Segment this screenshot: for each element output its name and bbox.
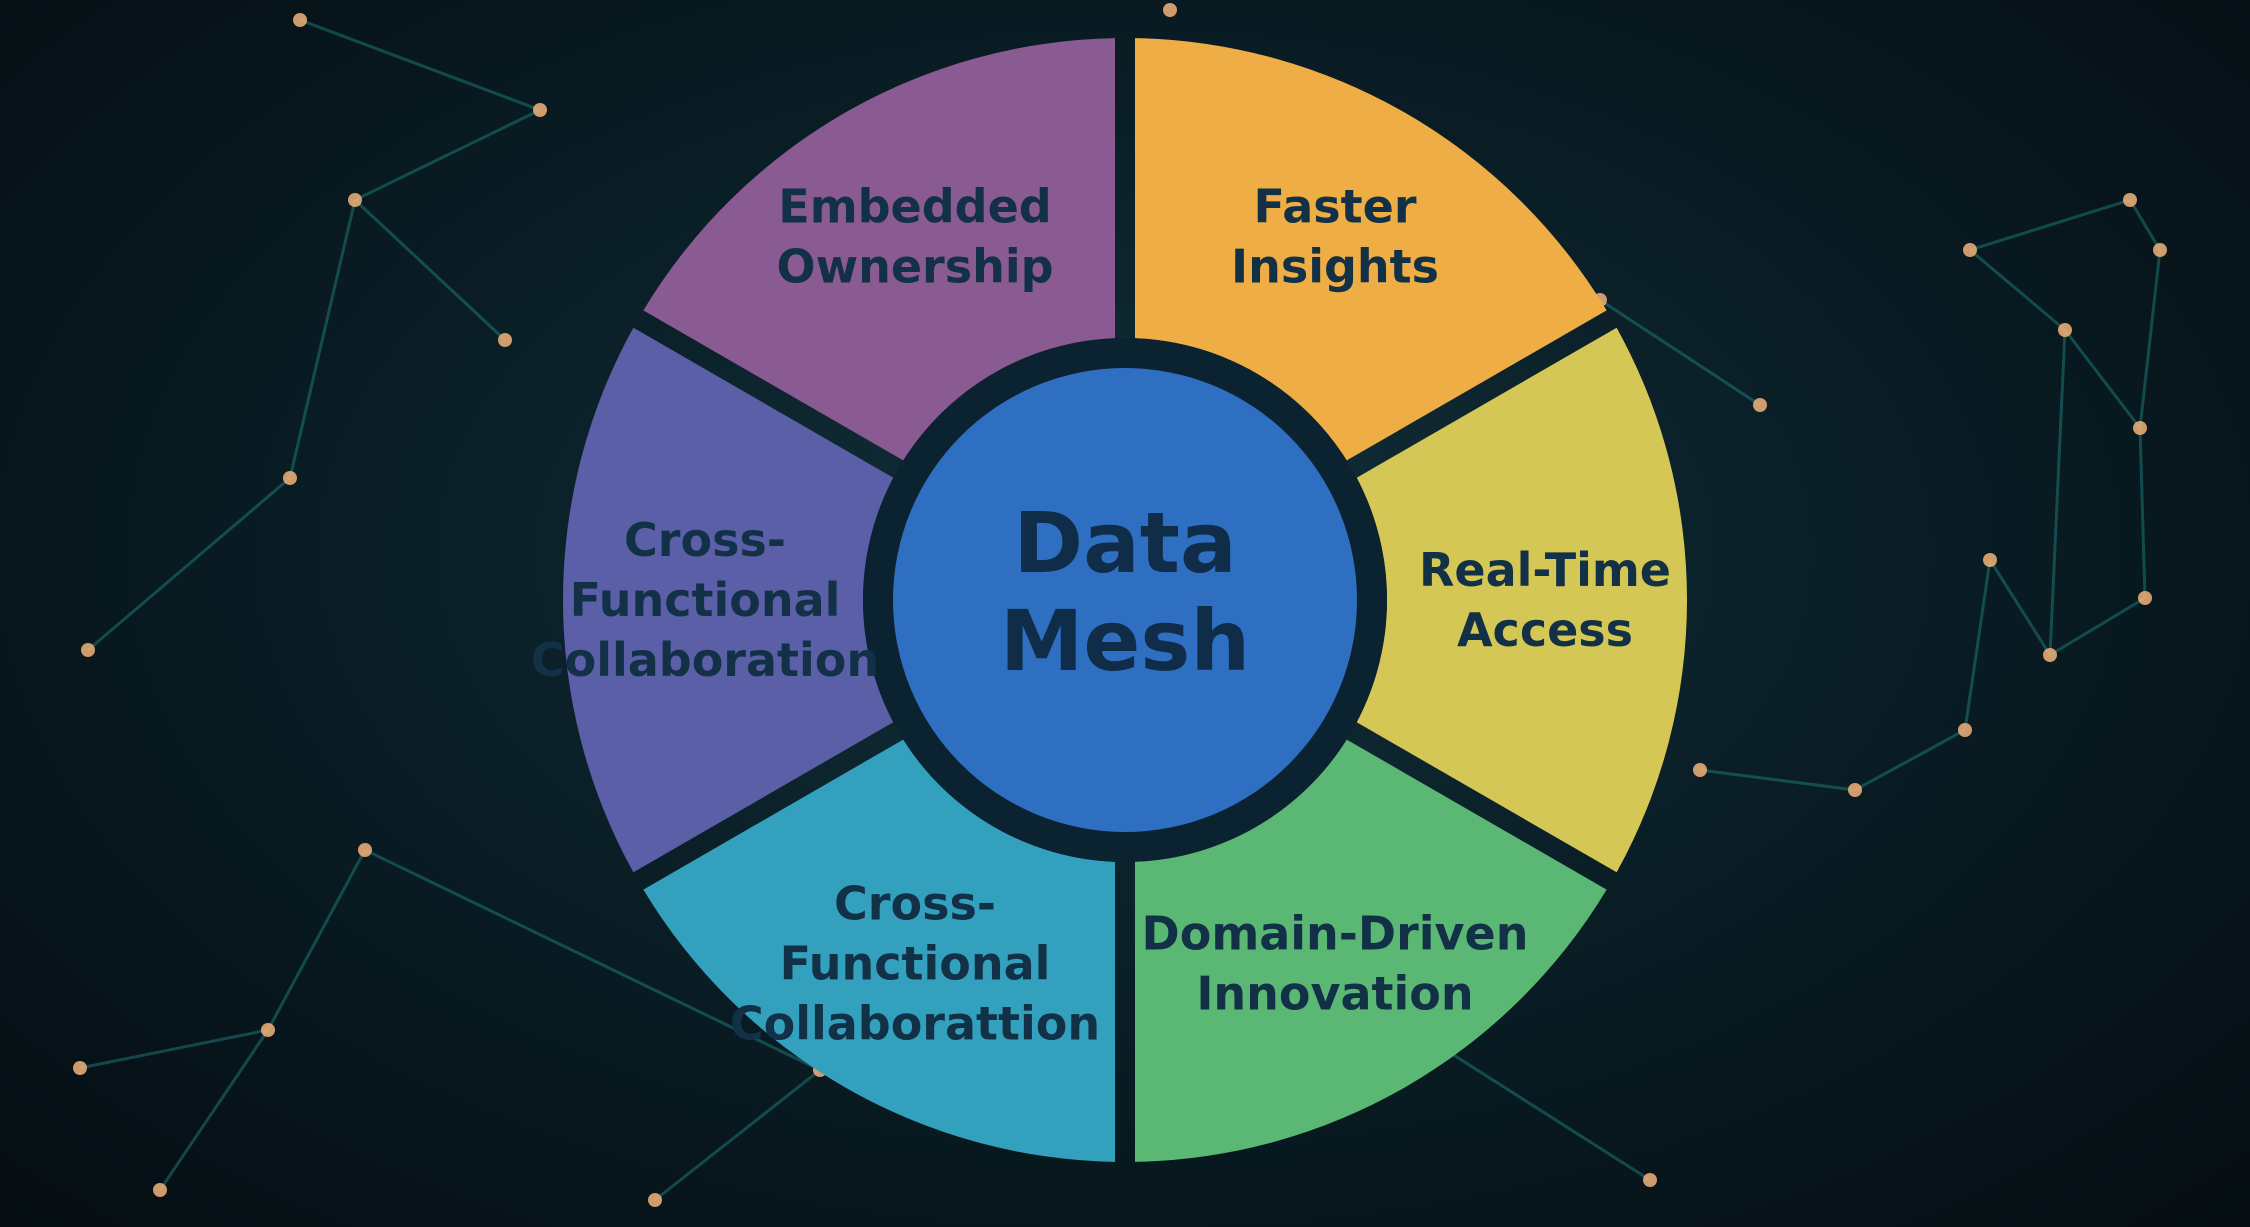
network-node (81, 643, 95, 657)
segment-label-embedded-ownership-line1: Embedded (778, 179, 1051, 233)
segment-label-domain-driven-innovation-line2: Innovation (1196, 967, 1473, 1021)
segment-label-faster-insights-line2: Insights (1231, 239, 1439, 293)
segment-embedded-ownership (643, 38, 1116, 461)
network-node (1963, 243, 1977, 257)
segment-label-faster-insights-line1: Faster (1253, 179, 1416, 233)
network-node (648, 1193, 662, 1207)
network-link (79, 1028, 269, 1070)
segment-label-cross-functional-collaborattion-line2: Functional (780, 937, 1051, 991)
network-link (1599, 298, 1761, 407)
network-link (1429, 1038, 1651, 1182)
network-link (158, 1029, 270, 1191)
network-link (266, 849, 367, 1031)
network-node (73, 1061, 87, 1075)
network-link (353, 198, 507, 342)
network-node (348, 193, 362, 207)
network-link (1969, 248, 2066, 332)
network-node (1693, 763, 1707, 777)
network-node (261, 1023, 275, 1037)
network-link (354, 108, 541, 202)
segment-label-real-time-access-line1: Real-Time (1419, 543, 1671, 597)
network-link (2063, 329, 2142, 429)
segment-label-cross-functional-collaboration-line3: Collaboration (531, 633, 879, 687)
segment-label-domain-driven-innovation-line1: Domain-Driven (1142, 907, 1529, 961)
network-node (153, 1183, 167, 1197)
segment-label-cross-functional-collaborattion-line1: Cross- (834, 877, 996, 931)
network-node (2153, 243, 2167, 257)
network-link (364, 848, 821, 1072)
network-node (283, 471, 297, 485)
segment-label-cross-functional-collaborattion-line3: Collaborattion (730, 997, 1100, 1051)
network-node (1163, 3, 1177, 17)
network-link (2138, 427, 2147, 599)
segment-label-cross-functional-collaboration-line2: Functional (570, 573, 841, 627)
network-node (498, 333, 512, 347)
network-link (1854, 728, 1966, 792)
network-node (2058, 323, 2072, 337)
network-node (358, 843, 372, 857)
network-node (1848, 783, 1862, 797)
network-background (73, 3, 2167, 1207)
network-link (87, 476, 291, 652)
network-link (1699, 768, 1856, 792)
segment-cross-functional-collaborattion (643, 739, 1116, 1162)
segment-real-time-access (1356, 327, 1687, 873)
network-node (2138, 591, 2152, 605)
segment-faster-insights (1134, 38, 1607, 461)
network-link (1963, 559, 1992, 731)
segment-label-embedded-ownership-line2: Ownership (776, 239, 1053, 293)
network-node (1983, 553, 1997, 567)
network-link (1988, 559, 2052, 656)
segment-domain-driven-innovation (1134, 739, 1607, 1162)
network-node (2133, 421, 2147, 435)
segment-label-real-time-access-line2: Access (1457, 603, 1633, 657)
segment-label-cross-functional-collaboration-line1: Cross- (624, 513, 786, 567)
network-link (1969, 198, 2131, 252)
network-link (2048, 329, 2067, 656)
network-node (1958, 723, 1972, 737)
wheel-segments (562, 38, 1687, 1162)
network-link (2138, 249, 2162, 429)
network-link (299, 18, 541, 112)
network-node (1643, 1173, 1657, 1187)
segment-cross-functional-collaboration (562, 327, 894, 873)
network-link (2128, 199, 2162, 251)
data-mesh-hub (893, 368, 1357, 832)
center-label-line1: Data (1013, 494, 1236, 592)
network-node (533, 103, 547, 117)
center-label-line2: Mesh (1000, 592, 1250, 690)
network-node (1753, 398, 1767, 412)
network-node (293, 13, 307, 27)
network-link (288, 199, 357, 479)
network-node (2123, 193, 2137, 207)
network-node (2043, 648, 2057, 662)
network-link (2049, 596, 2146, 657)
network-link (654, 1068, 821, 1202)
